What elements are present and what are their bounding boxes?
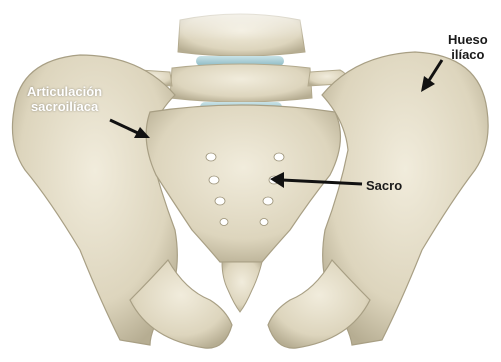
iliac-bone-label-line1: Hueso: [448, 32, 488, 47]
sacroiliac-joint-label-line2: sacroilíaca: [27, 99, 102, 114]
sacrum-label: Sacro: [366, 178, 402, 193]
sacroiliac-joint-label: Articulación sacroilíaca: [27, 84, 102, 114]
sacroiliac-joint-label-line1: Articulación: [27, 84, 102, 99]
iliac-bone-label: Hueso ilíaco: [448, 32, 488, 62]
iliac-bone-label-line2: ilíaco: [448, 47, 488, 62]
coccyx: [222, 262, 262, 312]
